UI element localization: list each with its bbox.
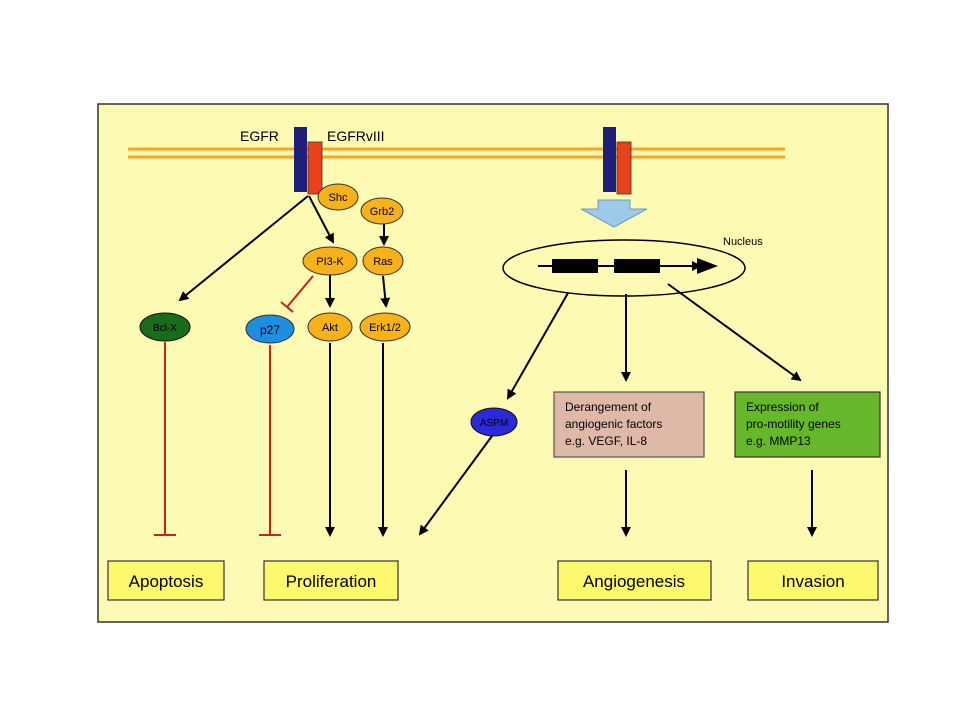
nuclear-signal-arrow [580, 199, 648, 228]
outcome-angiogenesis-label: Angiogenesis [583, 572, 685, 591]
outcome-apoptosis-label: Apoptosis [129, 572, 204, 591]
node-pi3k: PI3-K [302, 246, 358, 276]
egfr-receptor-right [603, 127, 616, 192]
nucleus [502, 239, 746, 297]
motility-box-line-3: e.g. MMP13 [746, 434, 811, 448]
node-p27: p27 [245, 314, 295, 344]
node-erk-label: Erk1/2 [369, 322, 401, 334]
node-grb2-label: Grb2 [370, 206, 394, 218]
egfrviii-label: EGFRvIII [327, 128, 385, 144]
node-akt: Akt [307, 312, 353, 342]
nucleus-label: Nucleus [723, 236, 763, 248]
node-bclx-label: Bcl-X [153, 323, 177, 334]
activation-arrows [178, 195, 817, 537]
outcome-invasion-label: Invasion [781, 572, 844, 591]
angiogenic-factors-box: Derangement of angiogenic factors e.g. V… [553, 391, 705, 458]
outcome-angiogenesis: Angiogenesis [557, 560, 712, 601]
angio-box-line-2: angiogenic factors [565, 417, 662, 431]
node-erk: Erk1/2 [359, 312, 411, 342]
motility-box-line-1: Expression of [746, 400, 819, 414]
angio-box-line-3: e.g. VEGF, IL-8 [565, 434, 647, 448]
angio-box-line-1: Derangement of [565, 400, 652, 414]
outcome-apoptosis: Apoptosis [107, 560, 225, 601]
gene-arrowhead [697, 258, 718, 274]
node-aspm-label: ASPM [480, 418, 508, 429]
gene-block-2 [614, 259, 660, 273]
node-akt-label: Akt [322, 322, 338, 334]
cell-membrane [128, 147, 785, 159]
node-shc: Shc [317, 183, 359, 211]
node-ras: Ras [362, 246, 404, 276]
egfrviii-receptor [307, 141, 323, 195]
outcome-proliferation-label: Proliferation [286, 572, 377, 591]
inhibitory-lines [154, 275, 314, 536]
svg-text:Expression of pro-motili: Expression of pro-motility genes e.g. MM… [746, 400, 844, 448]
svg-text:Derangement of angiogeni: Derangement of angiogenic factors e.g. V… [565, 400, 666, 448]
motility-genes-box: Expression of pro-motility genes e.g. MM… [734, 391, 881, 458]
node-grb2: Grb2 [360, 197, 404, 225]
outcome-proliferation: Proliferation [263, 560, 399, 601]
egfrviii-receptor-right [616, 141, 632, 195]
node-bclx: Bcl-X [139, 312, 191, 342]
node-ras-label: Ras [373, 256, 393, 268]
gene-block-1 [552, 259, 598, 273]
diagram-panel [97, 103, 889, 623]
outcome-invasion: Invasion [747, 560, 879, 601]
node-shc-label: Shc [329, 192, 348, 204]
egfr-label: EGFR [240, 128, 279, 144]
node-aspm: ASPM [470, 407, 518, 437]
node-pi3k-label: PI3-K [316, 256, 344, 268]
node-p27-label: p27 [260, 323, 280, 337]
egfr-receptor [294, 127, 307, 192]
motility-box-line-2: pro-motility genes [746, 417, 841, 431]
